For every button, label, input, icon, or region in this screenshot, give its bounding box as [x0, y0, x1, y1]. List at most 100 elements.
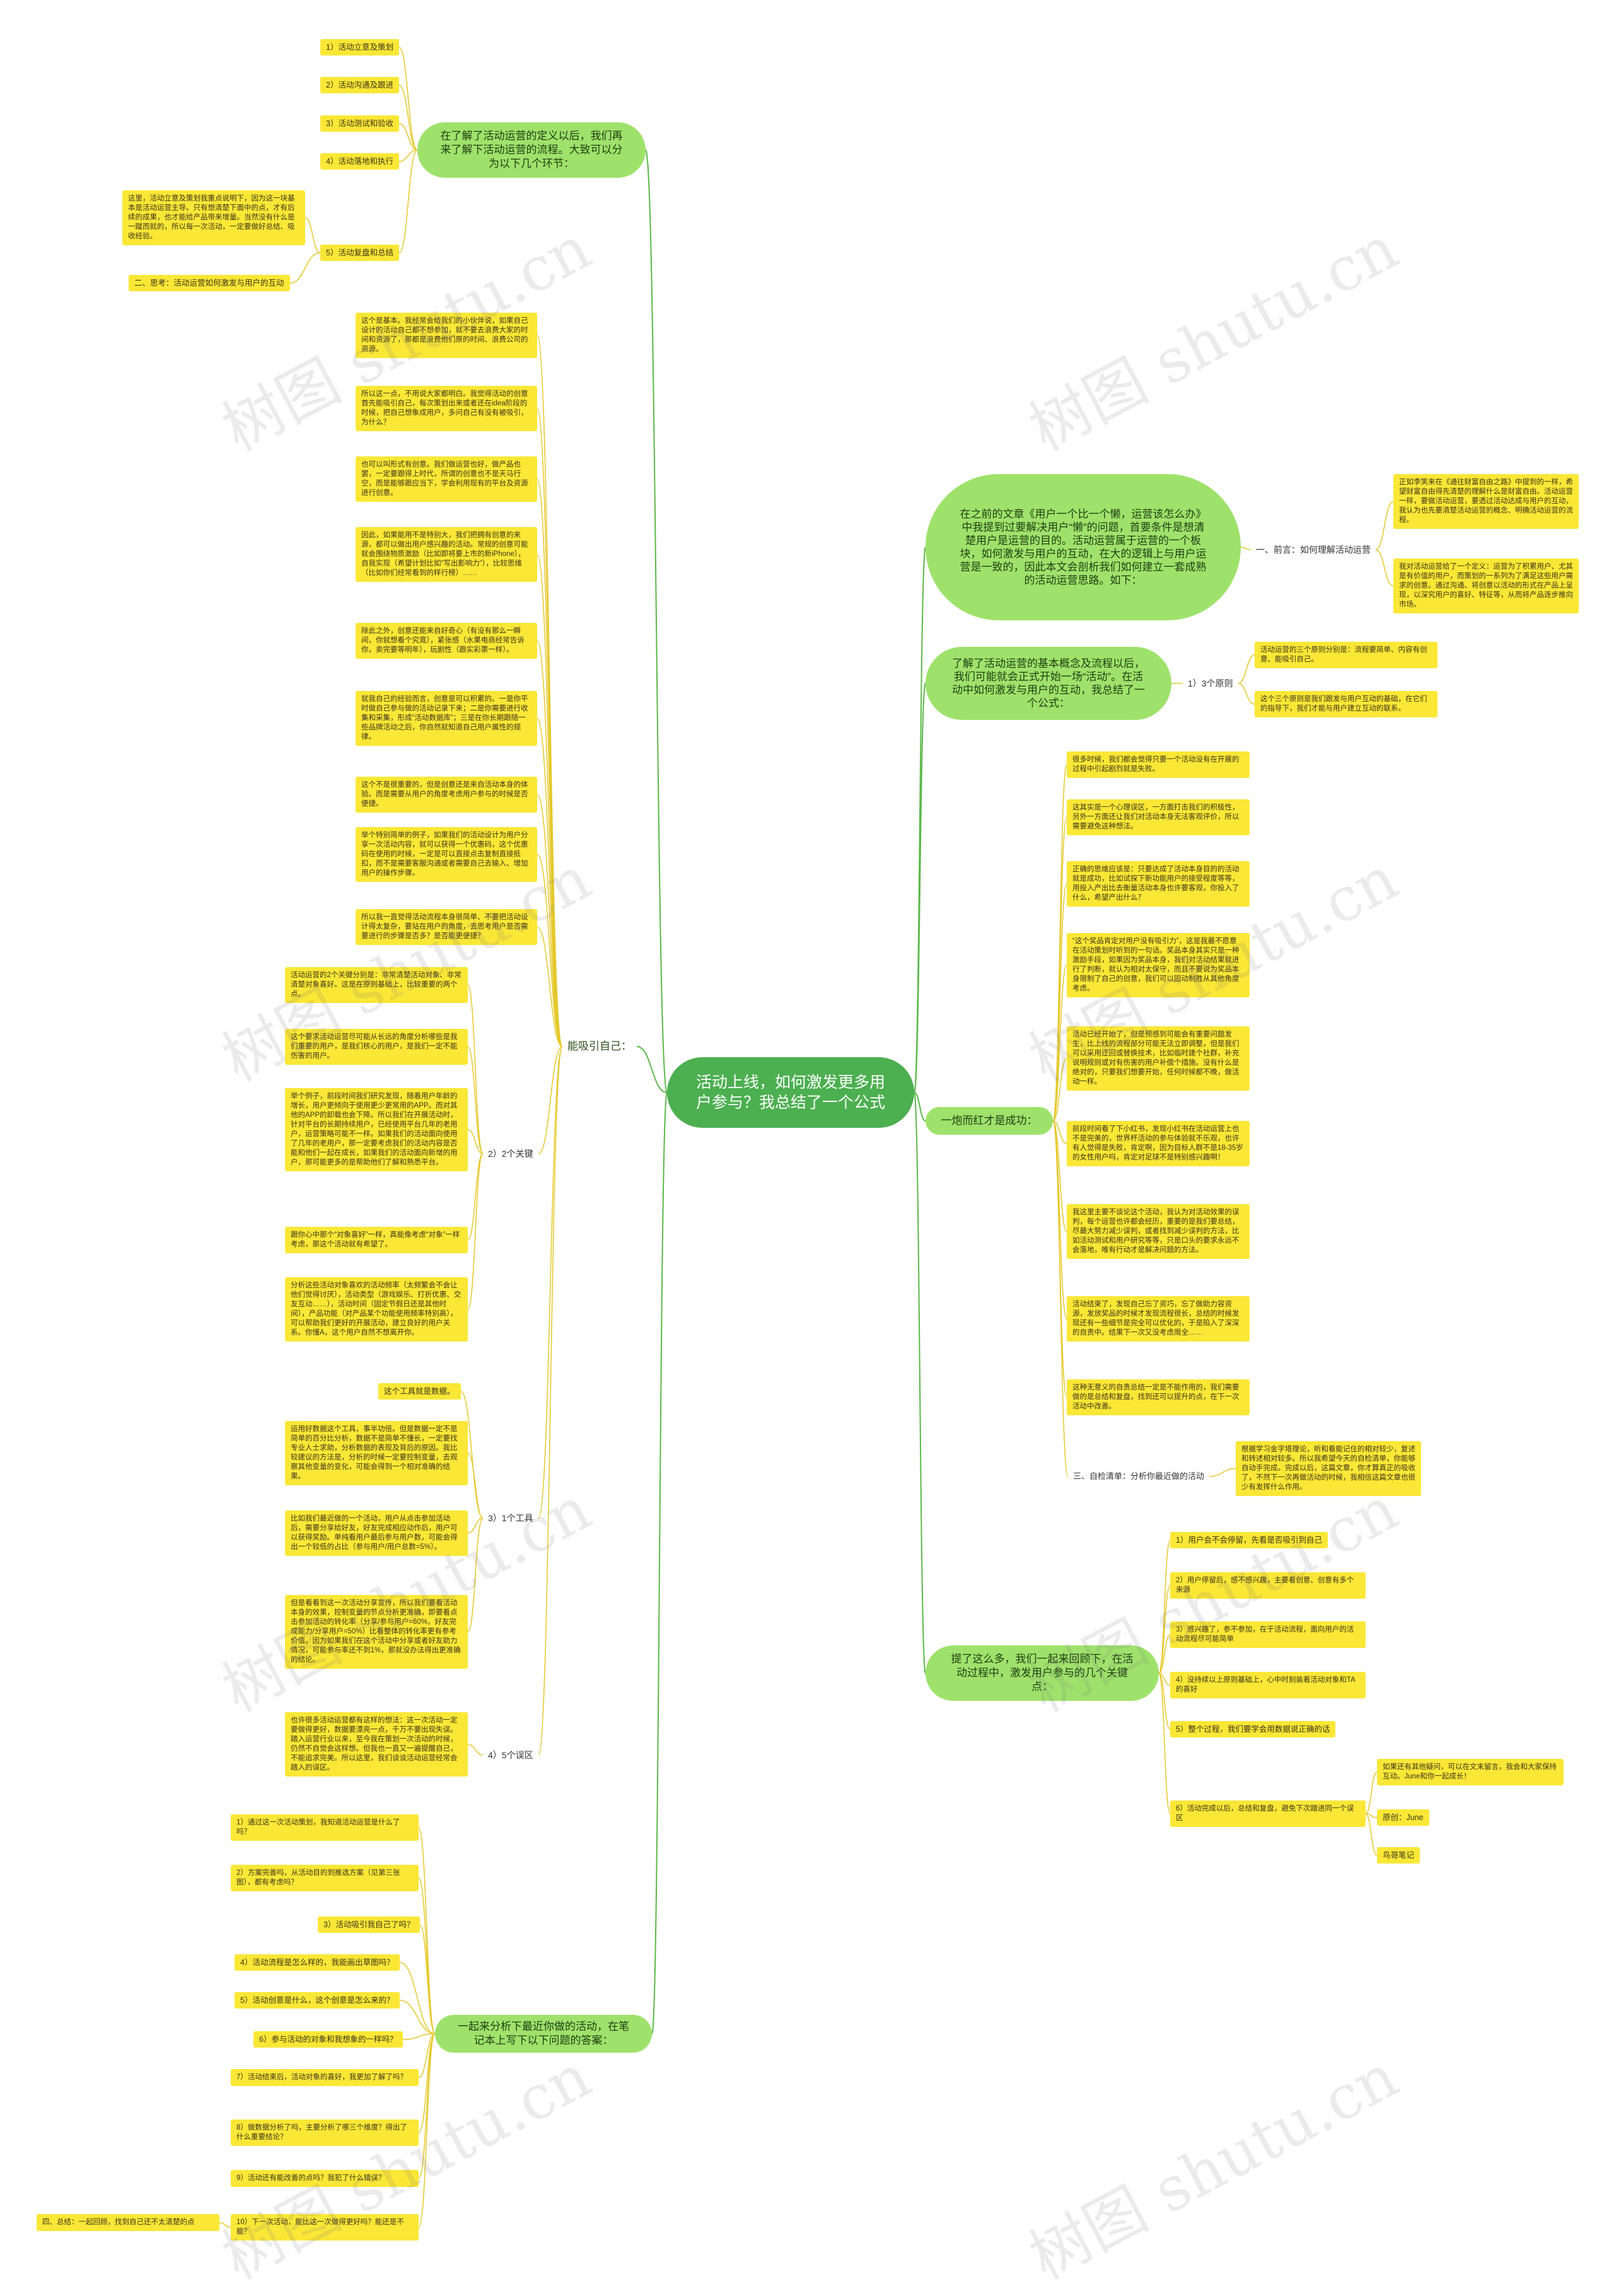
attract-self-label[interactable]: 能吸引自己： [567, 1040, 632, 1052]
question-10[interactable]: 10）下一次活动，能比这一次做得更好吗？能还是不能？ [231, 2214, 419, 2241]
connector-line [1052, 883, 1067, 1122]
question-3[interactable]: 3）活动吸引我自己了吗？ [318, 1916, 421, 1933]
review-sub-1[interactable]: 如果还有其他疑问，可以在文末留言，我会和大家保持互动。June和你一起成长！ [1377, 1759, 1564, 1785]
connector-line [398, 84, 418, 151]
keys-note-5[interactable]: 分析这些活动对象喜欢的活动频率（太频繁会不会让他们觉得讨厌），活动类型（游戏娱乐… [285, 1277, 468, 1342]
root-topic[interactable]: 活动上线，如何激发更多用户参与？我总结了一个公式 [667, 1057, 914, 1128]
review-item-1[interactable]: 1）用户会不会停留，先看是否吸引到自己 [1170, 1532, 1328, 1548]
attract-note-1[interactable]: 这个是基本。我经常会给我们的小伙伴说，如果自己设计的活动自己都不想参加，就不要去… [356, 313, 537, 358]
tool-note-1[interactable]: 这个工具就是数据。 [378, 1383, 461, 1400]
question-9[interactable]: 9）活动还有能改善的点吗？我犯了什么错误？ [231, 2170, 419, 2187]
viral-note-9[interactable]: 这种无意义的自责总结一定是不能作用的，我们需要做的是总结和复盘，找到还可以提升的… [1067, 1379, 1250, 1415]
connector-line [1158, 1634, 1171, 1674]
process-item-5[interactable]: 5）活动复盘和总结 [320, 245, 399, 261]
question-8[interactable]: 8）做数据分析了吗，主要分析了哪三个维度？得出了什么重要结论？ [231, 2119, 419, 2146]
viral-note-2[interactable]: 这其实是一个心理误区，一方面打击我们的积极性，另外一方面还让我们对活动本身无法客… [1067, 799, 1250, 835]
viral-note-1[interactable]: 很多时候，我们都会觉得只要一个活动没有在开展的过程中引起剧烈就是失败。 [1067, 751, 1250, 778]
connector-line [289, 252, 321, 284]
connector-line [1375, 501, 1394, 550]
attract-note-7[interactable]: 这个不是很重要的，但是创意还是来自活动本身的体验。而是需要从用户的角度考虑用户参… [356, 777, 537, 813]
question-4[interactable]: 4）活动流程是怎么样的，我能画出草图吗？ [235, 1954, 400, 1971]
principles-note-2[interactable]: 这个三个原则是我们跟发与用户互动的基础，在它们的指导下，我们才能与用户建立互动的… [1255, 691, 1437, 717]
connector-line [467, 1046, 484, 1154]
connector-line [538, 1046, 563, 1756]
review-sub-2[interactable]: 原创：June [1377, 1809, 1429, 1826]
connector-line [1052, 1058, 1067, 1122]
pitfalls-note[interactable]: 也许很多活动运营都有这样的想法：这一次活动一定要做得更好，数据要漂亮一点，千万不… [285, 1712, 468, 1777]
process-note[interactable]: 这里，活动立意及策划我重点说明下，因为这一块基本是活动运营主导。只有想清楚下面中… [122, 190, 305, 245]
preface-label[interactable]: 一、前言：如何理解活动运营 [1256, 545, 1371, 555]
keys-note-4[interactable]: 跟你心中那个“对象喜好”一样，真能像考虑“对象”一样考虑，那这个活动就有希望了。 [285, 1227, 468, 1253]
viral-note-8[interactable]: 活动结束了，发现自己忘了资巧，忘了做助力容资源，发放奖品的时候才发现流程很长，总… [1067, 1296, 1250, 1342]
connector-line [418, 2033, 436, 2133]
preface-note-1[interactable]: 正如李笑来在《通往财富自由之路》中提到的一样，希望财富自由得先清楚的理解什么是财… [1393, 474, 1579, 529]
process-item-1[interactable]: 1）活动立意及策划 [320, 39, 399, 55]
review-item-3[interactable]: 3）感兴趣了，参不参加，在于活动流程，面向用户的活动流程尽可能简单 [1170, 1621, 1366, 1648]
process-item-2[interactable]: 2）活动沟通及跟进 [320, 77, 399, 93]
checklist-note[interactable]: 根据学习金字塔理论，听和看能记住的相对较少，复述和转述相对较多。所以我希望今天的… [1236, 1441, 1421, 1496]
attract-note-5[interactable]: 除此之外，创意还能来自好奇心（有没有那么一瞬间，你就想看个究竟），紧张感（水果电… [356, 623, 537, 659]
question-6[interactable]: 6）参与活动的对象和我想象的一样吗？ [253, 2031, 404, 2048]
connector-line [418, 1827, 436, 2034]
tool-note-2[interactable]: 运用好数据这个工具，事半功倍。但是数据一定不是简单的百分比分析，数据不是简单不懂… [285, 1421, 468, 1485]
keys-note-3[interactable]: 举个例子，前段时间我们研究发现，随着用户年龄的增长，用户更倾向于使用更少更常用的… [285, 1088, 468, 1171]
connector-line [1158, 1673, 1171, 1730]
branch-formula[interactable]: 了解了活动运营的基本概念及流程以后，我们可能就会正式开始一场“活动”。在活动中如… [926, 647, 1171, 720]
review-item-6[interactable]: 6）活动完成以后，总结和复盘，避免下次踏进同一个误区 [1170, 1800, 1366, 1827]
keys-label[interactable]: 2）2个关键 [488, 1149, 533, 1159]
review-sub-3[interactable]: 鸟哥笔记 [1377, 1847, 1420, 1864]
checklist-label[interactable]: 三、自检清单：分析你最近做的活动 [1073, 1471, 1205, 1481]
connector-line [1238, 654, 1255, 684]
connector-line [645, 149, 668, 1093]
connector-line [1052, 1120, 1067, 1144]
preface-note-2[interactable]: 我对活动运营给了一个定义：运营为了积累用户、尤其是有价值的用户，而策划的一系列为… [1393, 559, 1579, 613]
pitfalls-label[interactable]: 4）5个误区 [488, 1750, 533, 1760]
connector-line [1052, 1120, 1069, 1477]
viral-note-4[interactable]: “这个奖品肯定对用户没有吸引力”，这是我最不愿意在活动策划时听到的一句话。奖品本… [1067, 933, 1250, 997]
connector-line [467, 1744, 484, 1756]
tool-label[interactable]: 3）1个工具 [488, 1513, 533, 1523]
viral-note-6[interactable]: 前段时间看了下小红书，发现小红书在活动运营上也不是完美的，世界杯活动的参与体验就… [1067, 1121, 1250, 1166]
question-2[interactable]: 2）方案完善吗，从活动目的到推选方案（见第三张图），都有考虑吗？ [231, 1865, 419, 1891]
review-item-4[interactable]: 4）没持续以上原则基础上，心中时刻装着活动对象和TA的喜好 [1170, 1672, 1366, 1698]
think-heading[interactable]: 二、思考：活动运营如何激发与用户的互动 [129, 275, 290, 291]
attract-note-8[interactable]: 举个特别简单的例子，如果我们的活动设计为用户分享一次活动内容，就可以获得一个优惠… [356, 827, 537, 882]
attract-note-3[interactable]: 也可以叫形式有创意。我们做运营也好，做产品也罢，一定要跟得上时代，所谓的创意也不… [356, 456, 537, 502]
connector-line [1365, 1813, 1378, 1856]
connector-line [467, 1452, 484, 1519]
connector-line [537, 926, 563, 1047]
connector-line [537, 478, 563, 1047]
process-item-3[interactable]: 3）活动测试和验收 [320, 115, 399, 132]
attract-note-2[interactable]: 所以这一点，不用说大家都明白。我觉得活动的创意首先能吸引自己，每次策划出来或者还… [356, 386, 537, 431]
question-5[interactable]: 5）活动创意是什么，这个创意是怎么来的？ [235, 1992, 400, 2009]
principles-note-1[interactable]: 活动运营的三个原则分别是：流程要简单、内容有创意、能吸引自己。 [1255, 642, 1437, 668]
tool-note-3[interactable]: 比如我们最近做的一个活动，用户从点击参加活动后，需要分享给好友，好友完成相应动作… [285, 1510, 468, 1556]
principles-label[interactable]: 1）3个原则 [1188, 678, 1233, 688]
attract-note-6[interactable]: 就我自己的经验而言，创意是可以积累的。一是你平时做自己参与做的活动记录下来；二是… [356, 691, 537, 746]
question-7[interactable]: 7）活动结束后，活动对象的喜好，我更加了解了吗？ [231, 2069, 419, 2086]
branch-review[interactable]: 提了这么多，我们一起来回顾下，在活动过程中，激发用户参与的几个关键点： [926, 1645, 1159, 1701]
attract-note-4[interactable]: 因此，如果能用不是特别大，我们把拥有创意的来源，都可以做出用户感兴趣的活动。常规… [356, 527, 537, 582]
viral-note-3[interactable]: 正确的思维应该是：只要达成了活动本身目的的活动就是成功，比如试探下新功能用户的接… [1067, 861, 1250, 907]
connector-line [1052, 764, 1067, 1122]
viral-note-7[interactable]: 我这里主要不谈论这个活动，我认为对活动效果的误判，每个运营也许都会经历，重要的是… [1067, 1204, 1250, 1259]
review-item-5[interactable]: 5）整个过程，我们要学会用数据说正确的话 [1170, 1721, 1336, 1737]
question-1[interactable]: 1）通过这一次活动策划，我知道活动运营是什么了吗？ [231, 1814, 419, 1841]
process-item-4[interactable]: 4）活动落地和执行 [320, 153, 399, 170]
keys-note-1[interactable]: 活动运营的2个关键分别是：非常清楚活动对象、非常清楚对象喜好。这是在原则基础上，… [285, 967, 468, 1003]
keys-note-2[interactable]: 这个要求活动运营尽可能从长远的角度分析哪些是我们重要的用户，是我们核心的用户，是… [285, 1029, 468, 1065]
viral-note-5[interactable]: 活动已经开始了，但是预感到可能会有重要问题发生，比上线的流程部分可能无法立即调整… [1067, 1026, 1250, 1091]
connector-line [651, 1092, 668, 2034]
connector-line [538, 1046, 563, 1154]
connector-line [1240, 547, 1251, 550]
summary-heading[interactable]: 四、总结：一起回顾，找到自己还不太清楚的点 [37, 2214, 219, 2231]
branch-viral-success[interactable]: 一炮而红才是成功： [926, 1107, 1053, 1135]
connector-line [636, 1046, 668, 1093]
attract-note-9[interactable]: 所以我一直觉得活动流程本身很简单、不要把活动设计得太复杂，要站在用户的角度，去思… [356, 909, 537, 945]
branch-preface[interactable]: 在之前的文章《用户一个比一个懒，运营该怎么办》中我提到过要解决用户“懒”的问题，… [926, 474, 1241, 620]
review-item-2[interactable]: 2）用户停留后，感不感兴趣，主要看创意、创意有多个来源 [1170, 1572, 1366, 1599]
tool-note-4[interactable]: 但是看看到这一次活动分享宣传，所以我们要看活动本身的效果，控制变量的节点分析更准… [285, 1595, 468, 1669]
branch-process[interactable]: 在了解了活动运营的定义以后，我们再来了解下活动运营的流程。大致可以分为以下几个环… [417, 122, 646, 178]
connector-line [399, 2000, 436, 2034]
branch-self-check[interactable]: 一起来分析下最近你做的活动，在笔记本上写下以下问题的答案： [435, 2015, 652, 2053]
